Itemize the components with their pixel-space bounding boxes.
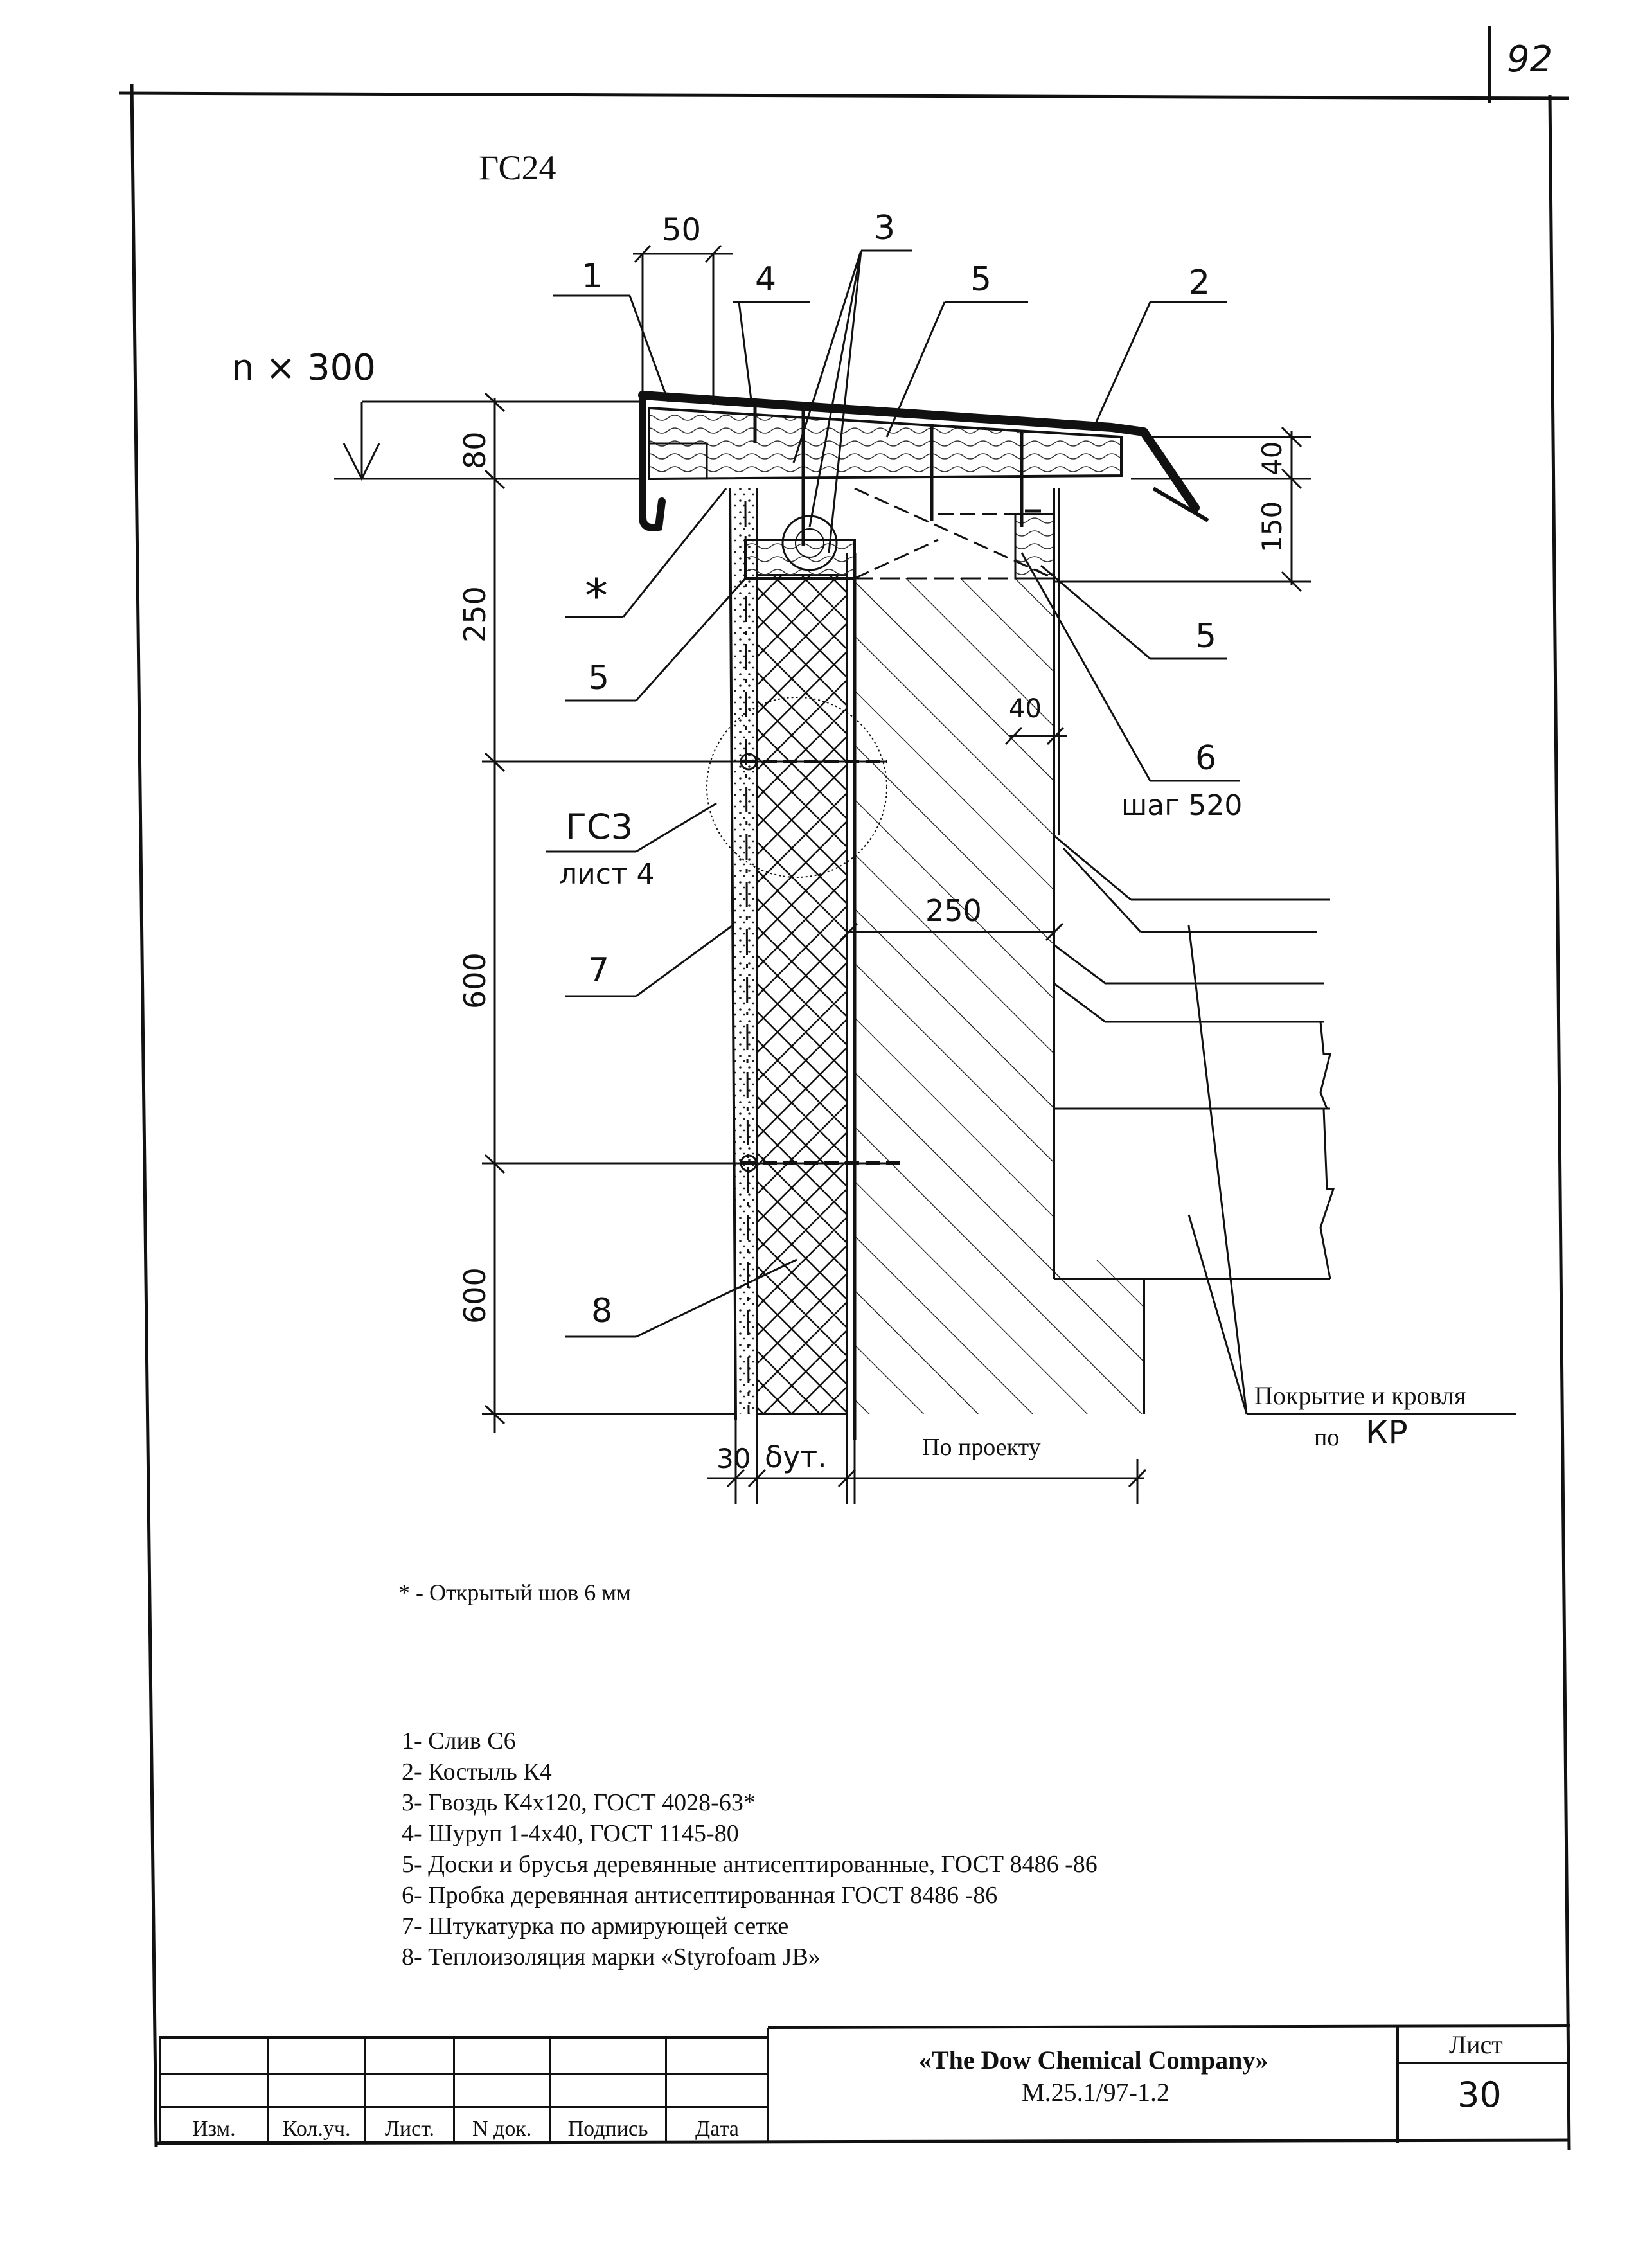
callout-6-step: шаг 520: [1121, 789, 1243, 822]
sheet-number: 30: [1457, 2075, 1502, 2115]
dim-delta: δут.: [765, 1440, 827, 1474]
company-name: «The Dow Chemical Company»: [919, 2046, 1268, 2075]
detail-circle: [706, 697, 887, 878]
drawing-title: ГС24: [479, 148, 556, 187]
callout-5-left: 5: [588, 659, 610, 697]
dim-80: 80: [458, 431, 492, 469]
callout-3: 3: [874, 209, 896, 247]
legend-item: 1- Слив С6: [402, 1728, 516, 1755]
roof-structure: [1053, 834, 1335, 1280]
callout-1: 1: [582, 257, 603, 296]
legend-item: 3- Гвоздь К4х120, ГОСТ 4028-63*: [402, 1789, 756, 1816]
masonry-wall: [846, 488, 1145, 1440]
legend-item: 8- Теплоизоляция марки «Styrofoam JB»: [402, 1943, 821, 1970]
legend-list: 1- Слив С6 2- Костыль К4 3- Гвоздь К4х12…: [402, 1726, 1098, 1972]
dim-50: 50: [662, 212, 702, 248]
leader-lines: [546, 249, 1516, 1415]
callout-7: 7: [588, 951, 610, 990]
header-data: Дата: [664, 2105, 770, 2144]
sheet-frame: [118, 83, 1571, 2150]
legend-item: 4- Шуруп 1-4х40, ГОСТ 1145-80: [402, 1820, 739, 1847]
dim-by-project: По проекту: [922, 1434, 1041, 1461]
document-code: М.25.1/97-1.2: [1022, 2078, 1169, 2107]
dim-n300: n × 300: [231, 347, 376, 389]
timber-blocks: [744, 487, 1055, 580]
callout-5-right: 5: [1195, 617, 1217, 656]
header-izm: Изм.: [159, 2105, 269, 2144]
callout-8: 8: [591, 1292, 613, 1330]
dimension-lines: [334, 244, 1311, 1504]
revision-table: Изм. Кол.уч. Лист. N док. Подпись Дата: [159, 2037, 770, 2144]
page-number: 92: [1507, 39, 1553, 80]
callout-4: 4: [755, 260, 777, 299]
dim-250-vert: 250: [458, 586, 492, 643]
title-block-lines: [159, 2024, 1571, 2143]
callout-5-top: 5: [970, 260, 992, 299]
legend-item: 6- Пробка деревянная антисептированная Г…: [402, 1882, 998, 1909]
drip-flashing: [638, 391, 1209, 531]
header-kol-uch: Кол.уч.: [267, 2105, 366, 2144]
callout-gs3-sheet: лист 4: [559, 858, 655, 891]
dim-250-horiz: 250: [925, 893, 982, 928]
callout-2: 2: [1189, 263, 1211, 302]
dim-600-upper: 600: [458, 952, 492, 1009]
sheet-label: Лист: [1449, 2030, 1503, 2059]
callout-gs3: ГС3: [565, 807, 633, 847]
roof-sub-code: КР: [1365, 1414, 1408, 1451]
legend-item: 7- Штукатурка по армирующей сетке: [402, 1913, 789, 1940]
header-n-dok: N док.: [453, 2105, 551, 2144]
header-list: Лист.: [364, 2105, 456, 2144]
roof-label: Покрытие и кровля: [1254, 1381, 1466, 1410]
callout-star: *: [585, 569, 608, 623]
dim-30: 30: [716, 1443, 751, 1474]
header-podpis: Подпись: [549, 2105, 667, 2144]
dim-40-top: 40: [1256, 441, 1288, 476]
callout-6: 6: [1195, 739, 1217, 778]
dim-600-lower: 600: [458, 1267, 492, 1324]
dim-40-mid: 40: [1009, 694, 1042, 724]
parapet-board: [648, 406, 1123, 481]
footnote: * - Открытый шов 6 мм: [398, 1580, 631, 1605]
legend-item: 2- Костыль К4: [402, 1758, 552, 1785]
roof-sub-prefix: по: [1314, 1424, 1340, 1451]
dim-150: 150: [1256, 501, 1288, 553]
wall-dowels: [482, 753, 900, 1172]
legend-item: 5- Доски и брусья деревянные антисептиро…: [402, 1851, 1098, 1878]
plaster-layer: [729, 488, 758, 1421]
